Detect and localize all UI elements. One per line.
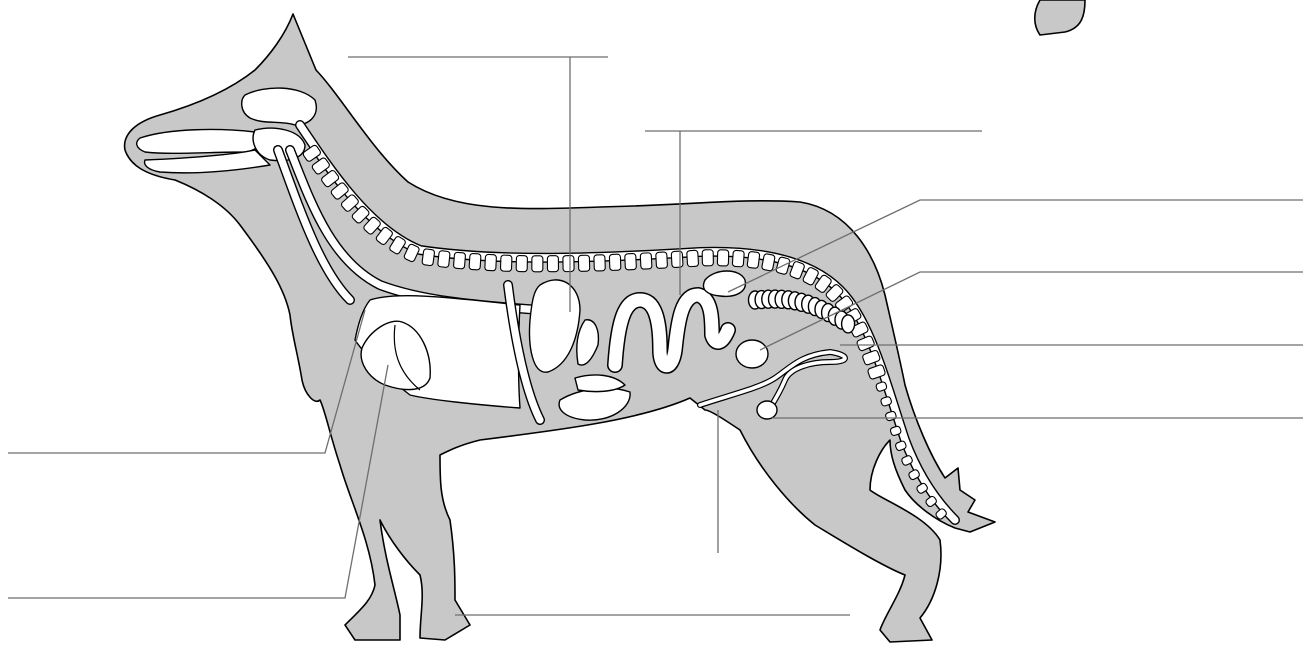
vertebra	[640, 253, 652, 270]
vertebra	[469, 253, 481, 270]
vertebra	[547, 256, 558, 272]
ear-fragment-top-right	[1035, 0, 1085, 35]
vertebra	[516, 256, 527, 272]
vertebra	[563, 256, 574, 272]
vertebra	[671, 251, 683, 268]
colon-segment	[842, 315, 855, 333]
vertebra	[609, 254, 621, 270]
vertebra	[687, 250, 699, 267]
vertebra	[422, 249, 435, 266]
vertebra	[532, 256, 543, 272]
bladder	[736, 340, 768, 368]
vertebra	[594, 255, 605, 271]
vertebra	[717, 250, 728, 266]
vertebra	[747, 251, 760, 268]
vertebra	[656, 252, 668, 269]
vertebra	[732, 250, 744, 267]
vertebra	[500, 255, 511, 271]
vertebra	[438, 251, 451, 268]
vertebra	[702, 250, 713, 266]
vertebra	[453, 252, 465, 269]
vertebra	[578, 255, 589, 271]
brain	[242, 88, 317, 125]
vertebra	[485, 254, 497, 271]
vertebra	[625, 253, 637, 269]
testis	[757, 401, 777, 419]
kidney	[703, 271, 745, 296]
vertebra	[761, 253, 775, 271]
